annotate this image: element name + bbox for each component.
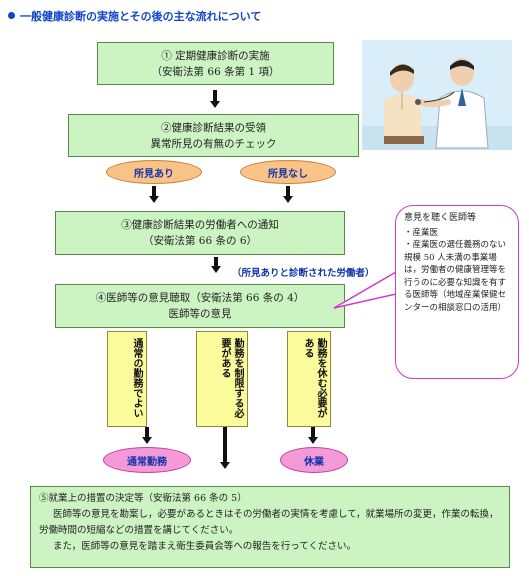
step-1-box: ① 定期健康診断の実施 （安衛法第 66 条第 1 項）	[97, 42, 334, 85]
opinion-take-leave-text: 勤務を休む必要がある	[302, 338, 326, 418]
callout-title: 意見を聴く医師等	[404, 213, 477, 223]
finding-present-label: 所見あり	[134, 168, 174, 180]
step-5-box: ⑤就業上の措置の決定等（安衛法第 66 条の 5） 医師等の意見を勘案し，必要が…	[30, 486, 510, 568]
normal-work-label: 通常勤務	[127, 456, 167, 468]
normal-work-oval: 通常勤務	[103, 447, 191, 473]
opinion-restrict-work-box: 勤務を制限する必要がある	[196, 331, 248, 427]
step-1-reference: （安衛法第 66 条第 1 項）	[151, 65, 280, 78]
step-1-title: ① 定期健康診断の実施	[161, 49, 270, 62]
no-finding-oval: 所見なし	[240, 160, 336, 184]
step-5-paragraph: また，医師等の意見を踏まえ衛生委員会等への報告を行ってください。	[53, 541, 357, 552]
opinion-take-leave-box: 勤務を休む必要がある	[287, 331, 331, 427]
step-3-title: ③健康診断結果の労働者への通知	[121, 219, 279, 231]
doctor-examination-illustration	[362, 40, 512, 150]
callout-item: ・産業医の選任義務のない規模 50 人未満の事業場は，労働者の健康管理等を行うの…	[404, 240, 507, 313]
finding-workers-note: （所見ありと診断された労働者）	[232, 268, 375, 279]
no-finding-label: 所見なし	[268, 168, 308, 180]
step-3-reference: （安衛法第 66 条の 6）	[142, 235, 258, 247]
step-2-subtitle: 異常所見の有無のチェック	[150, 137, 277, 150]
page-title-text: 一般健康診断の実施とその後の主な流れについて	[20, 10, 262, 23]
opinion-restrict-work-text: 勤務を制限する必要がある	[219, 338, 243, 418]
callout-pointer	[333, 271, 397, 309]
step-2-box: ②健康診断結果の受領 異常所見の有無のチェック	[68, 114, 359, 157]
step-3-box: ③健康診断結果の労働者への通知 （安衛法第 66 条の 6）	[55, 211, 345, 255]
step-4-subtitle: 医師等の意見	[168, 308, 232, 320]
step-4-box: ④医師等の意見聴取（安衛法第 66 条の 4） 医師等の意見	[55, 284, 345, 328]
step-5-title: ⑤就業上の措置の決定等（安衛法第 66 条の 5）	[39, 493, 247, 504]
leave-label: 休業	[304, 456, 324, 468]
opinion-normal-work-box: 通常の勤務でよい	[107, 331, 147, 427]
callout-item: ・産業医	[404, 227, 439, 238]
step-4-title: ④医師等の意見聴取（安衛法第 66 条の 4）	[95, 292, 305, 304]
leave-oval: 休業	[280, 447, 348, 473]
step-2-title: ②健康診断結果の受領	[161, 121, 266, 134]
doctor-callout: 意見を聴く医師等 ・産業医 ・産業医の選任義務のない規模 50 人未満の事業場は…	[395, 205, 519, 379]
opinion-normal-work-text: 通常の勤務でよい	[131, 338, 142, 418]
page-title: 一般健康診断の実施とその後の主な流れについて	[8, 8, 261, 24]
finding-present-oval: 所見あり	[106, 160, 202, 184]
bullet-icon	[8, 12, 15, 19]
step-5-paragraph: 医師等の意見を勘案し，必要があるときはその労働者の実情を考慮して，就業場所の変更…	[39, 509, 499, 536]
